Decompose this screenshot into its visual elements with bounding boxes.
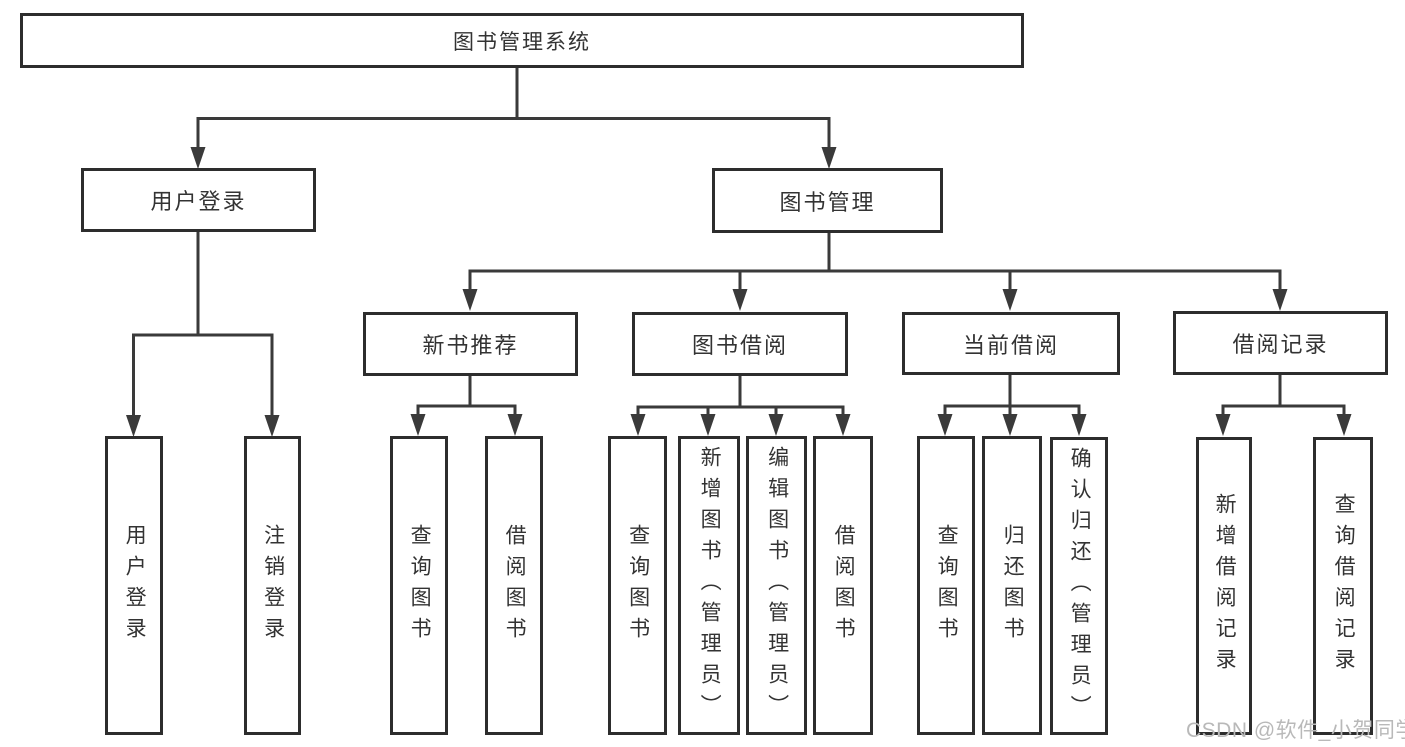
leaf-add-borrow-record: 新增借阅记录 [1196, 437, 1252, 735]
leaf-label: 注销登录 [261, 523, 285, 648]
node-label: 图书借阅 [691, 333, 788, 358]
leaf-label: 借阅图书 [832, 523, 856, 648]
leaf-query-books-current: 查询图书 [917, 436, 975, 735]
node-library-management-system: 图书管理系统 [20, 13, 1024, 68]
node-label: 图书管理 [779, 189, 876, 215]
node-label: 图书管理系统 [453, 30, 591, 54]
node-label: 用户登录 [150, 189, 247, 214]
leaf-borrow-books-borrowing: 借阅图书 [813, 436, 873, 735]
leaf-logout: 注销登录 [244, 436, 301, 735]
leaf-query-borrow-record: 查询借阅记录 [1313, 437, 1373, 735]
leaf-label: 查询图书 [408, 523, 432, 648]
node-borrowing-records: 借阅记录 [1173, 311, 1388, 375]
leaf-borrow-books-recommend: 借阅图书 [485, 436, 543, 735]
leaf-label: 新增借阅记录 [1213, 493, 1237, 679]
leaf-edit-book-admin: 编辑图书（管理员） [746, 436, 807, 735]
leaf-label: 借阅图书 [503, 523, 527, 648]
connector-lines [132, 68, 1346, 418]
node-current-borrowing: 当前借阅 [902, 312, 1120, 375]
leaf-label: 确认归还（管理员） [1068, 446, 1092, 726]
node-label: 新书推荐 [422, 333, 519, 358]
leaf-add-book-admin: 新增图书（管理员） [678, 436, 740, 735]
node-book-management: 图书管理 [712, 168, 943, 233]
leaf-label: 查询图书 [626, 523, 650, 648]
leaf-query-books-borrowing: 查询图书 [608, 436, 667, 735]
node-new-book-recommendation: 新书推荐 [363, 312, 578, 376]
leaf-user-login: 用户登录 [105, 436, 163, 735]
leaf-query-books-recommend: 查询图书 [390, 436, 448, 735]
leaf-label: 用户登录 [123, 523, 147, 648]
node-book-borrowing: 图书借阅 [632, 312, 848, 376]
node-label: 当前借阅 [962, 332, 1059, 358]
leaf-confirm-return-admin: 确认归还（管理员） [1050, 437, 1108, 735]
arrow-heads [126, 147, 1352, 437]
leaf-label: 编辑图书（管理员） [765, 446, 789, 725]
leaf-return-books: 归还图书 [982, 436, 1042, 735]
node-label: 借阅记录 [1232, 332, 1329, 357]
leaf-label: 查询借阅记录 [1332, 493, 1356, 679]
leaf-label: 新增图书（管理员） [698, 446, 722, 725]
leaf-label: 查询图书 [935, 523, 959, 648]
node-user-login: 用户登录 [81, 168, 316, 232]
leaf-label: 归还图书 [1001, 523, 1025, 648]
csdn-watermark: CSDN @软件_小贺同学 [1186, 719, 1405, 742]
